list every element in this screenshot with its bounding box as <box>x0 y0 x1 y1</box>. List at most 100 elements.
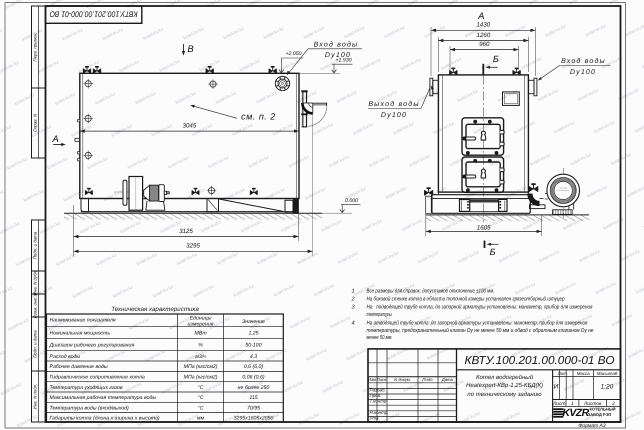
svg-text:МПа (кгс/см2): МПа (кгс/см2) <box>184 364 218 370</box>
svg-text:На подводящей трубе котла, д: На подводящей трубе котла, до запорной а… <box>367 303 593 310</box>
svg-text:Техническая характеристика: Техническая характеристика <box>111 306 199 313</box>
svg-text:0,06 (0,6): 0,06 (0,6) <box>242 375 264 381</box>
svg-text:3045: 3045 <box>183 123 197 130</box>
svg-text:Масштаб: Масштаб <box>597 371 618 376</box>
svg-text:Инв. N дубл.: Инв. N дубл. <box>32 270 37 295</box>
svg-text:Выход воды: Выход воды <box>368 100 419 108</box>
svg-text:3: 3 <box>351 304 355 310</box>
svg-text:КВТУ.100.201.00.000-01 ВО: КВТУ.100.201.00.000-01 ВО <box>465 355 615 367</box>
svg-text:Гидравлическое сопротивление к: Гидравлическое сопротивление котла <box>50 375 145 381</box>
svg-text:50-100: 50-100 <box>245 343 261 349</box>
svg-text:Значение: Значение <box>242 319 265 325</box>
svg-text:Все размеры для справок, допус: Все размеры для справок, допустимое откл… <box>367 288 495 295</box>
svg-text:Б: Б <box>493 54 499 64</box>
svg-text:3125: 3125 <box>179 228 193 235</box>
svg-text:70/95: 70/95 <box>247 405 260 411</box>
svg-text:960: 960 <box>479 41 490 48</box>
svg-text:0,6 (6,0): 0,6 (6,0) <box>244 364 264 370</box>
svg-text:мм: мм <box>197 415 205 421</box>
svg-text:+1.930: +1.930 <box>335 58 351 64</box>
svg-text:А: А <box>477 11 484 22</box>
svg-text:1,25: 1,25 <box>248 331 258 337</box>
svg-text:3295: 3295 <box>186 243 200 250</box>
svg-text:Перв. примен.: Перв. примен. <box>32 32 37 61</box>
svg-text:Максимальная рабочая температу: Максимальная рабочая температура воды <box>50 395 157 401</box>
svg-text:N докум.: N докум. <box>394 377 411 382</box>
svg-text:Б: Б <box>490 247 496 257</box>
svg-text:KVZR: KVZR <box>562 407 589 419</box>
svg-text:Рабочее давление воды: Рабочее давление воды <box>50 364 108 370</box>
svg-text:тип ВР: тип ВР <box>559 187 567 190</box>
svg-text:Листов: Листов <box>583 401 602 407</box>
svg-text:Подп.: Подп. <box>422 377 433 382</box>
svg-text:Dy100: Dy100 <box>570 69 596 76</box>
svg-text:На боковой стенке котла в обла: На боковой стенке котла в области топочн… <box>367 295 565 302</box>
svg-text:Диапазон рабочего регулировани: Диапазон рабочего регулирования <box>49 343 135 349</box>
svg-text:Т.контр.: Т.контр. <box>370 398 388 403</box>
svg-text:Температура уходящих газов: Температура уходящих газов <box>50 385 123 391</box>
svg-text:Вход воды: Вход воды <box>314 41 359 49</box>
svg-text:Температура воды (вход/выход): Температура воды (вход/выход) <box>50 405 129 411</box>
svg-text:Единицы: Единицы <box>190 316 212 322</box>
svg-text:Дата: Дата <box>441 377 454 382</box>
svg-text:1605: 1605 <box>477 224 491 231</box>
svg-text:КОТЕЛЬНЫЙ: КОТЕЛЬНЫЙ <box>589 407 615 412</box>
svg-text:Пров.: Пров. <box>370 393 382 398</box>
svg-text:Dy100: Dy100 <box>325 52 351 59</box>
svg-text:ЗАВОД РЭП: ЗАВОД РЭП <box>588 412 612 417</box>
svg-text:Подп. и дата: Подп. и дата <box>32 231 37 259</box>
svg-text:Вход воды: Вход воды <box>561 57 606 65</box>
svg-text:°С: °С <box>198 385 204 391</box>
svg-text:В: В <box>187 44 194 55</box>
svg-text:2: 2 <box>611 401 615 407</box>
svg-text:1:20: 1:20 <box>601 384 614 391</box>
svg-text:Лист: Лист <box>376 377 388 382</box>
svg-text:1260: 1260 <box>477 32 491 39</box>
svg-text:Лит.: Лит. <box>557 371 568 376</box>
svg-text:Лист: Лист <box>552 401 565 407</box>
svg-text:Dy100: Dy100 <box>381 112 407 119</box>
svg-text:не более 250: не более 250 <box>238 385 270 391</box>
svg-text:менее 50 мм.: менее 50 мм. <box>367 335 393 341</box>
svg-text:Разраб.: Разраб. <box>370 388 386 393</box>
svg-text:4: 4 <box>351 320 354 326</box>
svg-text:115: 115 <box>249 395 257 401</box>
svg-text:+2.050: +2.050 <box>285 51 301 57</box>
svg-text:1: 1 <box>351 289 354 295</box>
svg-text:°С: °С <box>198 395 204 401</box>
svg-text:МВт: МВт <box>195 331 208 337</box>
svg-text:И: И <box>554 384 559 391</box>
svg-text:Расход воды: Расход воды <box>50 354 81 360</box>
svg-text:Инв. N подл.: Инв. N подл. <box>32 384 37 410</box>
svg-text:м3/ч: м3/ч <box>195 354 206 360</box>
svg-text:Н.контр.: Н.контр. <box>370 410 389 415</box>
svg-text:1: 1 <box>571 401 574 407</box>
svg-text:Масса: Масса <box>577 371 591 376</box>
svg-text:Котел водогрейный: Котел водогрейный <box>476 374 534 381</box>
svg-text:измерения: измерения <box>188 321 214 327</box>
svg-text:температуры.: температуры. <box>367 312 393 318</box>
svg-text:см. п. 2: см. п. 2 <box>241 112 276 122</box>
svg-text:1430: 1430 <box>476 22 490 29</box>
svg-text:Номинальная мощность: Номинальная мощность <box>50 331 111 337</box>
svg-text:0.000: 0.000 <box>345 198 358 204</box>
svg-text:А: А <box>51 134 58 145</box>
svg-text:Справ. N: Справ. N <box>32 113 37 132</box>
svg-text:Утв.: Утв. <box>370 415 380 420</box>
svg-text:Взам. инв. N: Взам. инв. N <box>32 292 37 318</box>
svg-text:температуры, предохранительный: температуры, предохранительный клапан Dу… <box>367 327 594 334</box>
svg-text:Габариты котла (длина х ширина: Габариты котла (длина х ширина х высота) <box>50 415 160 421</box>
svg-text:4,3: 4,3 <box>250 354 257 360</box>
svg-text:МПа (кгс/см2): МПа (кгс/см2) <box>184 375 218 381</box>
svg-text:Изм: Изм <box>368 377 376 382</box>
svg-text:На отводящей трубе котла ,до з: На отводящей трубе котла ,до запорной ар… <box>367 319 588 326</box>
svg-text:КВТУ.100.201.00.000-01 ВО: КВТУ.100.201.00.000-01 ВО <box>50 9 138 18</box>
svg-text:Формат А3: Формат А3 <box>578 423 606 429</box>
svg-text:%: % <box>198 343 203 349</box>
svg-text:по техническому заданию: по техническому заданию <box>467 391 542 398</box>
svg-text:Наименование показателя: Наименование показателя <box>50 318 116 324</box>
svg-text:2: 2 <box>350 296 355 302</box>
svg-text:Heatexpert-КВр-1,25-КБД(К): Heatexpert-КВр-1,25-КБД(К) <box>466 382 543 389</box>
svg-text:°С: °С <box>198 405 204 411</box>
svg-text:3295х1605х2050: 3295х1605х2050 <box>234 415 274 421</box>
